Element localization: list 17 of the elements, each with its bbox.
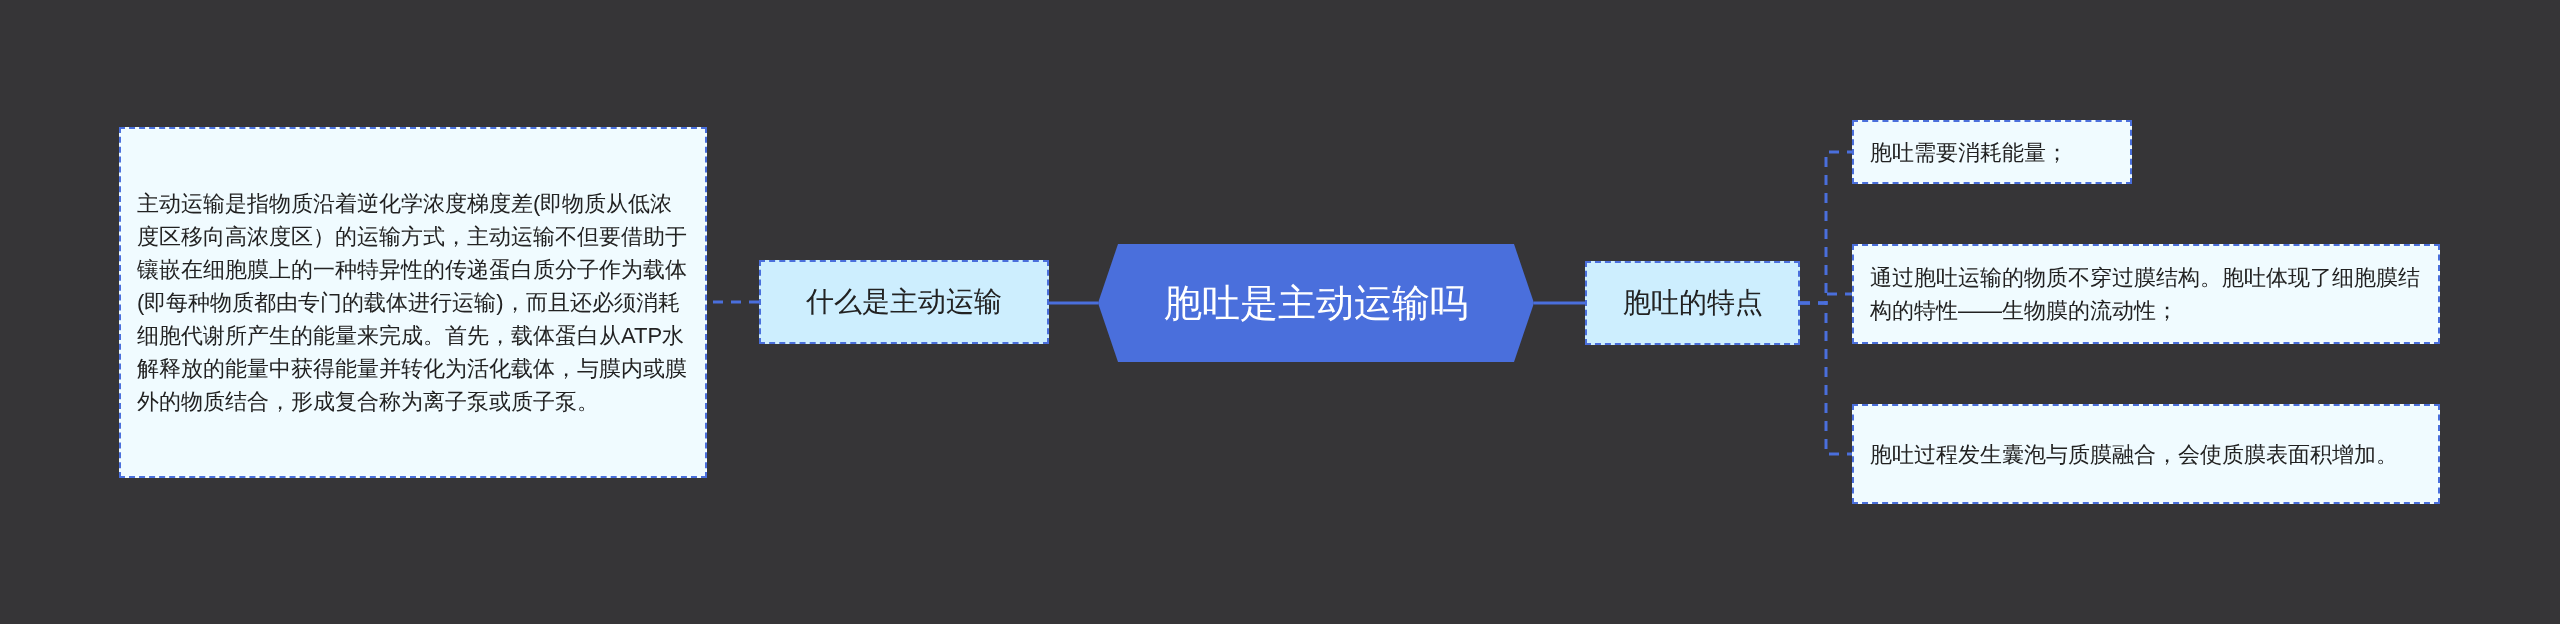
connector-line <box>1049 301 1098 305</box>
topic-box <box>1852 404 2440 504</box>
connector-line <box>1534 301 1585 305</box>
node-text: 胞吐需要消耗能量； <box>1870 138 2068 167</box>
subtopic-box <box>1585 261 1800 345</box>
node-text: 主动运输是指物质沿着逆化学浓度梯度差(即物质从低浓度区移向高浓度区）的运输方式，主动运输不但要借助于镶嵌在细胞膜上的一种特异性的传递蛋白质分子作为载体(即每种物质都由专门的载体进行运输)，而且还必须消耗细胞代谢所产生的能量来完成。首先，载体蛋白从ATP水解释放的能量中获得能量并转化为活化载体，与膜内或膜外的物质结合，形成复合称为离子泵或质子泵。 <box>137 190 688 416</box>
central-hexagon <box>1098 244 1534 362</box>
subtopic-box <box>759 260 1049 344</box>
node-text: 胞吐是主动运输吗 <box>1164 280 1468 326</box>
topic-box <box>119 127 707 478</box>
connector-line <box>1800 301 1852 456</box>
node-text: 胞吐的特点 <box>1622 286 1763 320</box>
topic-box <box>1852 120 2132 184</box>
node-text: 胞吐过程发生囊泡与质膜融合，会使质膜表面积增加。 <box>1870 440 2398 469</box>
topic-box <box>1852 244 2440 344</box>
node-text: 通过胞吐运输的物质不穿过膜结构。胞吐体现了细胞膜结构的特性——生物膜的流动性； <box>1870 264 2421 325</box>
node-text: 什么是主动运输 <box>806 285 1002 319</box>
